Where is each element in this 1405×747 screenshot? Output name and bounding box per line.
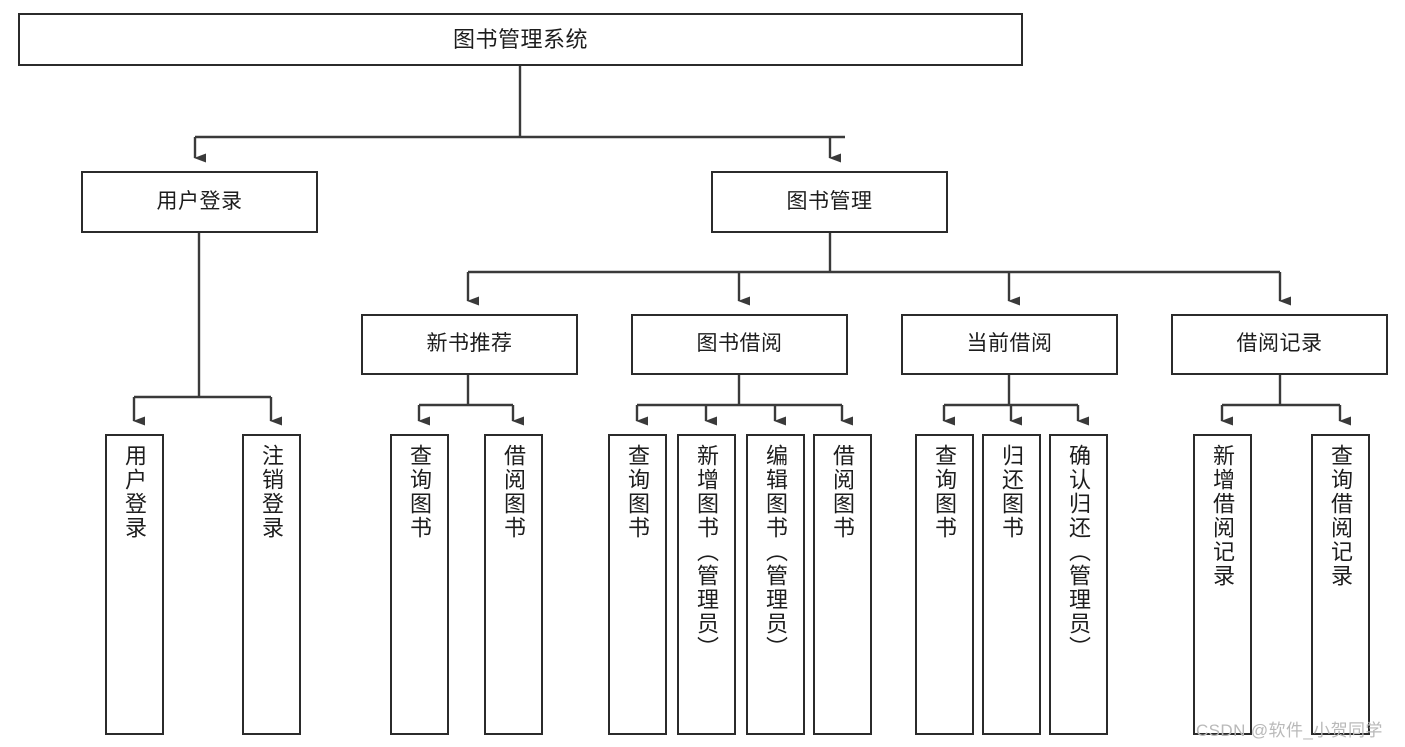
- node-current-borrow[interactable]: 当前借阅: [901, 314, 1118, 375]
- leaf-user-login-signin[interactable]: 用户登录: [105, 434, 164, 735]
- node-book-management[interactable]: 图书管理: [711, 171, 948, 233]
- node-borrow-record-label: 借阅记录: [1236, 332, 1323, 356]
- leaf-borrow-record-query[interactable]: 查询借阅记录: [1311, 434, 1370, 735]
- node-book-borrow[interactable]: 图书借阅: [631, 314, 848, 375]
- leaf-borrow-record-query-label: 查询借阅记录: [1328, 444, 1354, 588]
- leaf-book-borrow-query[interactable]: 查询图书: [608, 434, 667, 735]
- node-root-label: 图书管理系统: [452, 26, 588, 52]
- leaf-book-borrow-query-label: 查询图书: [625, 444, 651, 540]
- leaf-current-borrow-query-label: 查询图书: [932, 444, 958, 540]
- leaf-book-borrow-borrow[interactable]: 借阅图书: [813, 434, 872, 735]
- node-book-borrow-label: 图书借阅: [696, 332, 783, 356]
- leaf-current-borrow-return[interactable]: 归还图书: [982, 434, 1041, 735]
- node-user-login-label: 用户登录: [156, 189, 243, 213]
- leaf-book-borrow-edit[interactable]: 编辑图书（管理员）: [746, 434, 805, 735]
- leaf-borrow-record-add-label: 新增借阅记录: [1210, 444, 1236, 588]
- leaf-book-borrow-borrow-label: 借阅图书: [830, 444, 856, 540]
- leaf-borrow-record-add[interactable]: 新增借阅记录: [1193, 434, 1252, 735]
- node-root[interactable]: 图书管理系统: [18, 13, 1023, 66]
- leaf-user-login-signin-label: 用户登录: [122, 444, 148, 540]
- leaf-book-borrow-add[interactable]: 新增图书（管理员）: [677, 434, 736, 735]
- leaf-current-borrow-return-label: 归还图书: [999, 444, 1025, 540]
- leaf-book-borrow-add-label: 新增图书（管理员）: [694, 444, 720, 660]
- node-new-book-recommend-label: 新书推荐: [426, 332, 513, 356]
- leaf-new-book-query-label: 查询图书: [407, 444, 433, 540]
- leaf-current-borrow-query[interactable]: 查询图书: [915, 434, 974, 735]
- node-book-management-label: 图书管理: [786, 189, 873, 213]
- leaf-user-login-signout[interactable]: 注销登录: [242, 434, 301, 735]
- watermark: CSDN @软件_小贺同学: [1196, 721, 1383, 740]
- node-user-login[interactable]: 用户登录: [81, 171, 318, 233]
- leaf-book-borrow-edit-label: 编辑图书（管理员）: [763, 444, 789, 660]
- leaf-new-book-borrow-label: 借阅图书: [501, 444, 527, 540]
- leaf-current-borrow-confirm[interactable]: 确认归还（管理员）: [1049, 434, 1108, 735]
- leaf-new-book-query[interactable]: 查询图书: [390, 434, 449, 735]
- leaf-new-book-borrow[interactable]: 借阅图书: [484, 434, 543, 735]
- node-new-book-recommend[interactable]: 新书推荐: [361, 314, 578, 375]
- leaf-user-login-signout-label: 注销登录: [259, 444, 285, 540]
- leaf-current-borrow-confirm-label: 确认归还（管理员）: [1066, 444, 1092, 660]
- node-current-borrow-label: 当前借阅: [966, 332, 1053, 356]
- node-borrow-record[interactable]: 借阅记录: [1171, 314, 1388, 375]
